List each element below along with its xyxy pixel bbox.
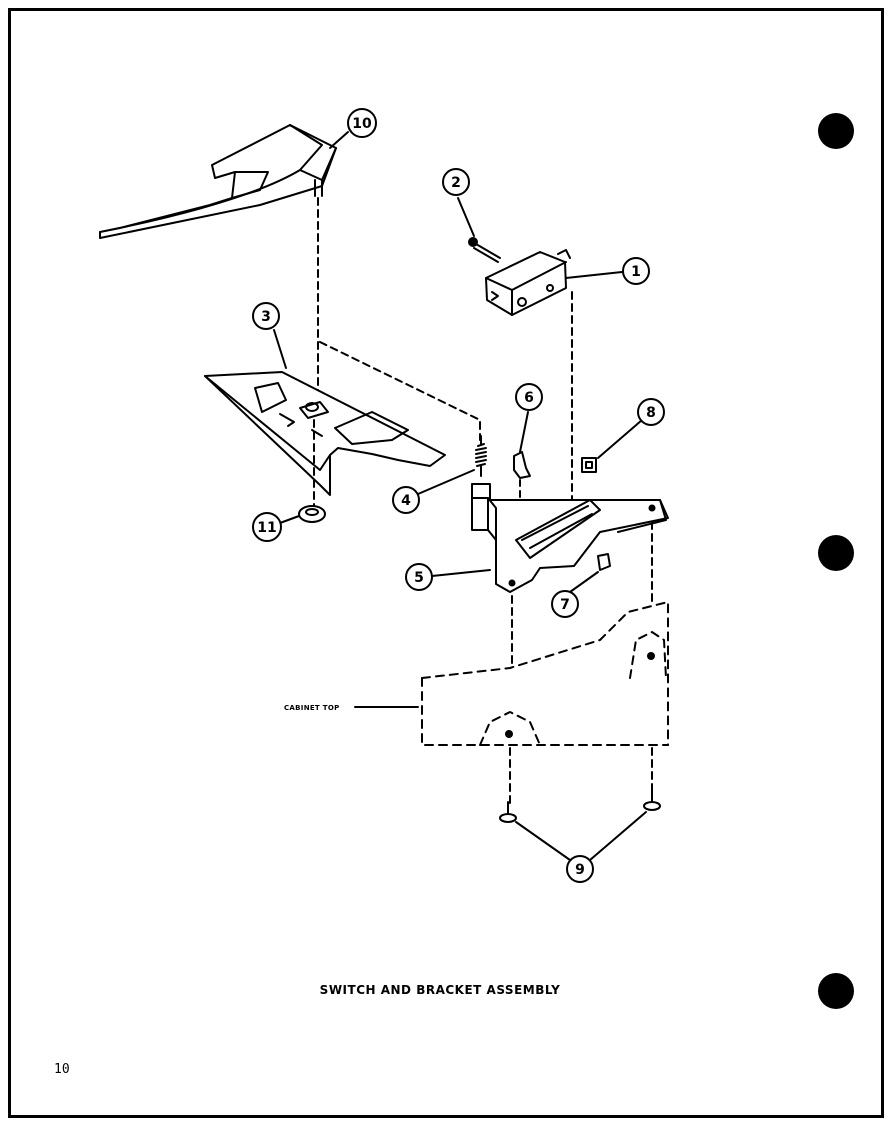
cabinet-top-outline [421,601,669,746]
callout-circle-8 [637,398,665,426]
cabinet-hole-left [505,730,513,738]
leader-10 [329,131,349,149]
callout-circle-2 [442,168,470,196]
part-2-screw [468,237,501,263]
leader-5 [431,569,491,577]
callout-1: 1 [631,264,641,280]
part-9-screw-right [643,789,661,811]
callout-circle-6 [515,383,543,411]
page-border [8,8,884,1118]
part-1-switch [485,249,571,316]
callout-circle-1 [622,257,650,285]
callout-circle-4 [392,486,420,514]
spring-alignment-dashes [319,341,481,441]
leader-11 [279,515,300,524]
callout-circle-10 [347,108,377,138]
callout-5: 5 [414,570,424,586]
leader-9-left [515,821,571,861]
cabinet-top-label: CABINET TOP [284,704,340,712]
part-6-clip [513,451,531,479]
binder-hole-top [818,113,854,149]
callout-circle-11 [252,512,282,542]
callout-3: 3 [261,309,271,325]
part-7-block [597,553,611,571]
callout-circle-7 [551,590,579,618]
leader-1 [565,271,623,279]
leader-4 [417,469,475,495]
callout-7: 7 [560,597,570,613]
part-9-screw-left [499,801,517,823]
callout-8: 8 [646,405,656,421]
callout-4: 4 [401,493,411,509]
cabinet-hole-right [647,652,655,660]
callout-circle-9 [566,855,594,883]
callout-9: 9 [575,862,585,878]
binder-hole-middle [818,535,854,571]
callout-2: 2 [451,175,461,191]
diagram-title: SWITCH AND BRACKET ASSEMBLY [319,983,561,997]
leader-8 [597,419,643,459]
leader-3 [273,329,287,369]
part-5-main-bracket [471,483,669,593]
binder-hole-bottom [818,973,854,1009]
callout-circle-5 [405,563,433,591]
leader-6 [519,411,529,453]
part-10-actuator-lever [99,124,337,239]
leader-2 [457,197,475,237]
callout-6: 6 [524,390,534,406]
callout-circle-3 [252,302,280,330]
callout-11: 11 [257,520,276,536]
part-3-bracket-plate [204,371,446,496]
page-number: 10 [54,1062,70,1077]
part-8-small-clip [581,457,597,473]
leader-9-right [589,811,647,861]
callout-10: 10 [352,116,372,132]
leader-7 [569,571,599,593]
part-11-nut [298,505,326,523]
part-4-spring [475,435,487,477]
